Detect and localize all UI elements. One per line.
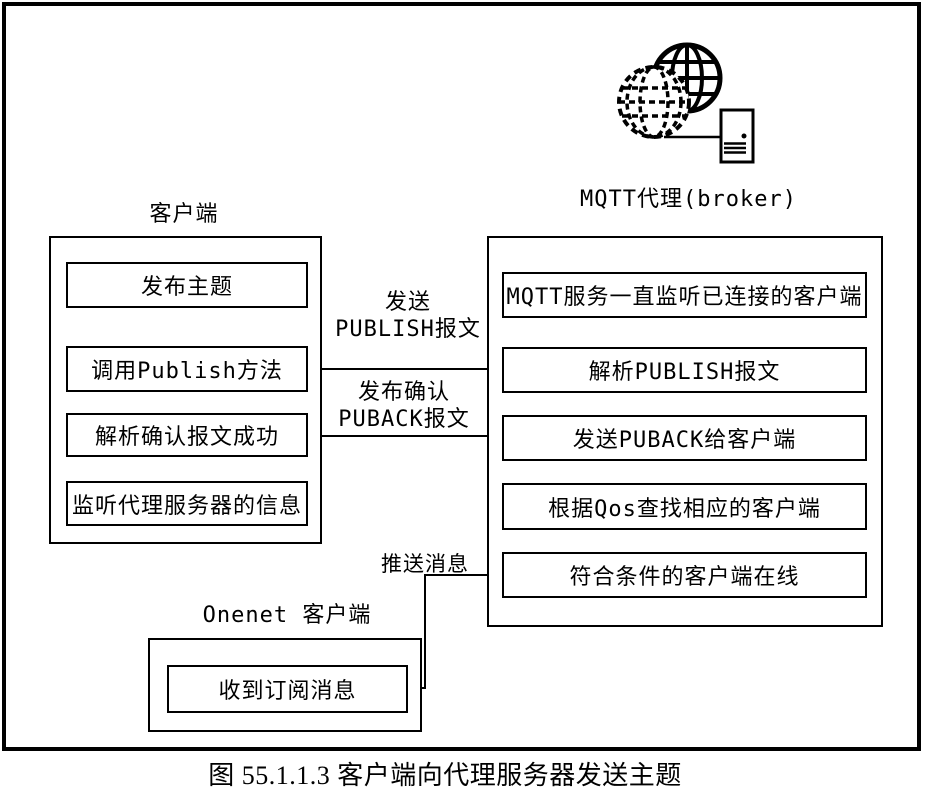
broker-label: MQTT代理(broker) (580, 187, 797, 212)
flow-step-parse-ack-success: 解析确认报文成功 (66, 413, 308, 457)
client-panel-title: 客户端 (149, 202, 219, 227)
label-send-publish: 发送 PUBLISH报文 (323, 289, 493, 343)
label-puback-confirm-line1: 发布确认 (357, 380, 450, 405)
label-puback-confirm: 发布确认 PUBACK报文 (324, 379, 484, 433)
flow-step-listen-broker-info: 监听代理服务器的信息 (66, 481, 308, 526)
label-push-message: 推送消息 (381, 552, 469, 576)
flow-step-publish-topic: 发布主题 (66, 262, 308, 308)
flow-step-client-online: 符合条件的客户端在线 (502, 552, 867, 598)
flow-step-parse-publish: 解析PUBLISH报文 (502, 347, 867, 393)
flow-step-mqtt-listening: MQTT服务一直监听已连接的客户端 (502, 272, 867, 318)
flow-step-call-publish: 调用Publish方法 (66, 346, 308, 392)
flow-step-send-puback: 发送PUBACK给客户端 (502, 415, 867, 461)
figure-caption: 图 55.1.1.3 客户端向代理服务器发送主题 (208, 761, 682, 790)
label-send-publish-line1: 发送 (384, 290, 431, 315)
flow-step-qos-find-client: 根据Qos查找相应的客户端 (502, 483, 867, 530)
onenet-panel-title: Onenet 客户端 (202, 603, 372, 628)
label-puback-confirm-line2: PUBACK报文 (338, 407, 470, 432)
label-send-publish-line2: PUBLISH报文 (335, 317, 481, 342)
flow-step-receive-subscribe-message: 收到订阅消息 (167, 665, 408, 713)
